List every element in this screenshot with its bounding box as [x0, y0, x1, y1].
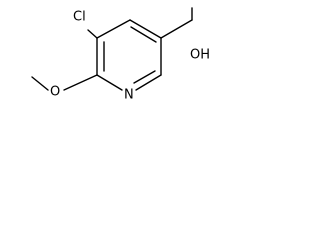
- bond-c3-cl: [87, 29, 98, 39]
- ring-bond-c6-n-inner: [133, 70, 156, 84]
- ring-bond-c4-c5-inner: [130, 26, 157, 43]
- ring-bond-c6-n: [135, 74, 162, 91]
- chlorine-label: Cl: [73, 10, 86, 25]
- ring-bond-c3-c4: [96, 19, 131, 39]
- ring-bond-n-c2: [96, 74, 123, 91]
- bond-c2-o-methoxy: [63, 74, 98, 91]
- hydroxyl-label: OH: [190, 48, 210, 63]
- ring-bond-c4-c5: [129, 19, 162, 39]
- methoxy-oxygen-label: O: [50, 85, 60, 100]
- nitrogen-label: N: [124, 88, 134, 103]
- bond-c5-ch2: [160, 19, 193, 39]
- bond-o-ch3: [31, 76, 49, 91]
- chemical-structure: Cl O N OH: [31, 7, 210, 103]
